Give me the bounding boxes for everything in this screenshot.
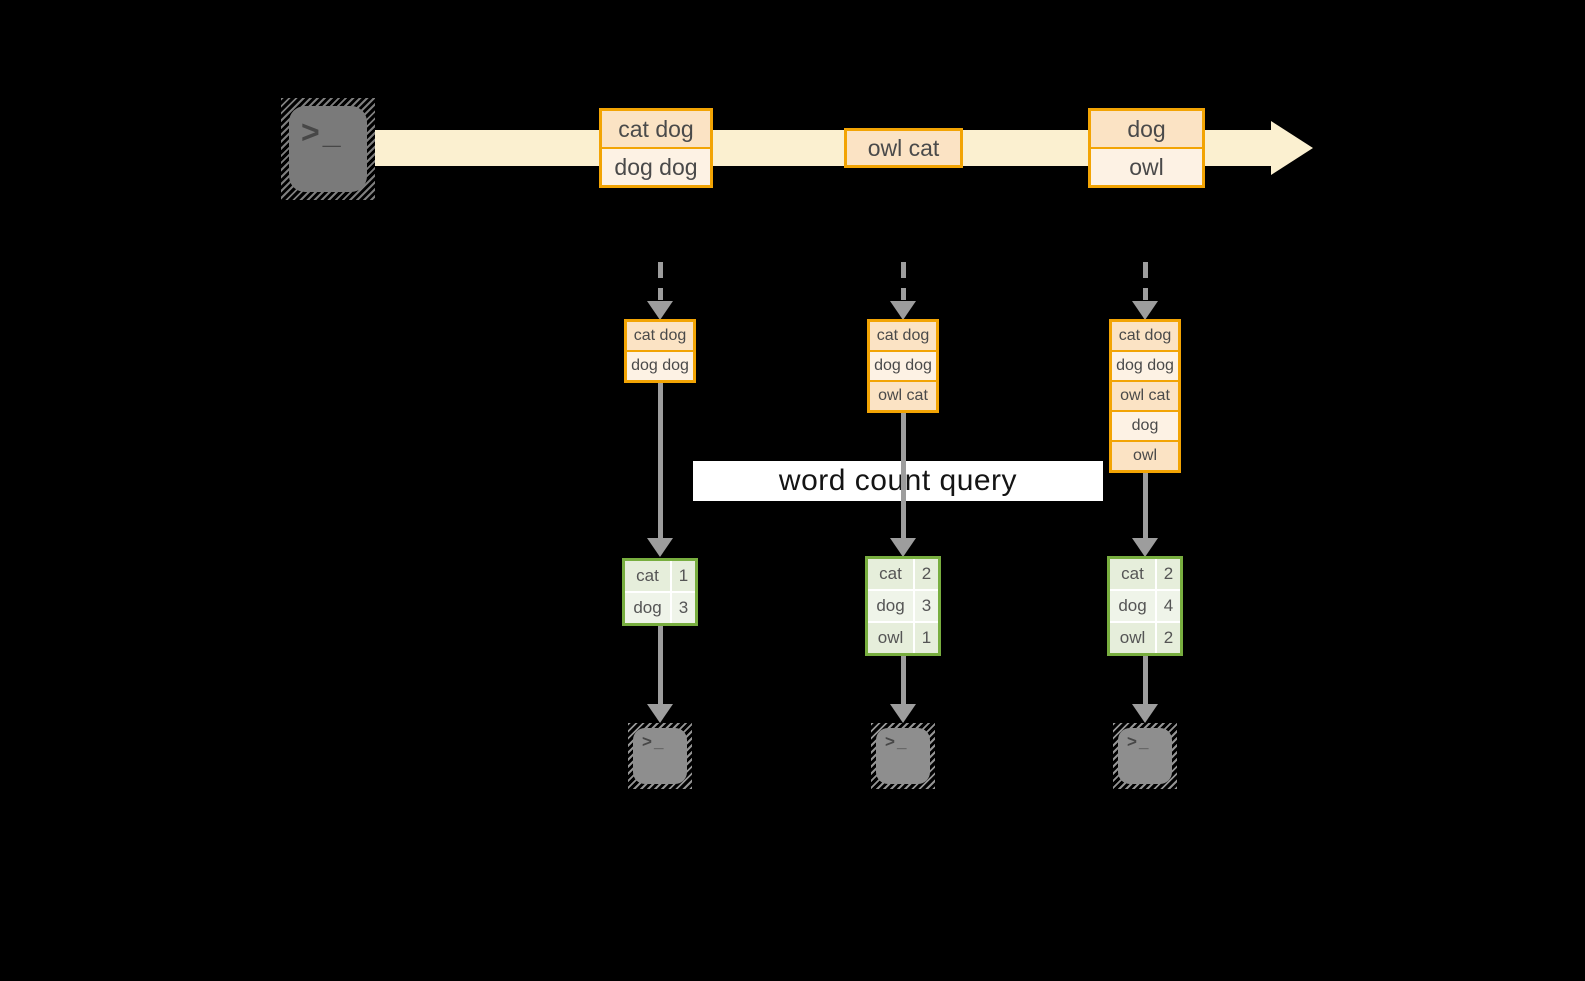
down-arrowhead-icon: [647, 538, 673, 557]
buffered-record: cat dog: [627, 322, 693, 350]
arrow-shaft: [901, 413, 906, 538]
dashed-arrow-segment: [1143, 288, 1148, 300]
dashed-arrow-segment: [658, 288, 663, 300]
word-cell: cat: [625, 561, 670, 591]
stream-record-group-1: cat dog dog dog: [599, 108, 713, 188]
down-arrowhead-icon: [647, 704, 673, 723]
word-cell: dog: [868, 591, 913, 621]
dashed-arrow-segment: [901, 288, 906, 300]
count-cell: 1: [672, 561, 695, 591]
producer-terminal-icon: >_: [281, 98, 375, 200]
stream-record: owl: [1091, 149, 1202, 185]
buffered-record: owl cat: [1112, 382, 1178, 410]
buffered-record: dog dog: [627, 352, 693, 380]
count-cell: 2: [1157, 559, 1180, 589]
down-arrowhead-icon: [1132, 704, 1158, 723]
stream-record: dog dog: [602, 149, 710, 185]
down-arrowhead-icon: [890, 538, 916, 557]
down-arrowhead-icon: [890, 301, 916, 320]
word-cell: dog: [1110, 591, 1155, 621]
terminal-prompt-icon: >_: [301, 114, 344, 150]
down-arrowhead-icon: [890, 704, 916, 723]
word-cell: owl: [868, 623, 913, 653]
consumer-terminal-icon-3: >_: [1113, 723, 1177, 789]
down-arrowhead-icon: [1132, 301, 1158, 320]
count-cell: 1: [915, 623, 938, 653]
buffered-record: cat dog: [870, 322, 936, 350]
dashed-arrow-segment: [901, 262, 906, 278]
buffered-records-1: cat dog dog dog: [624, 319, 696, 383]
consumer-terminal-icon-2: >_: [871, 723, 935, 789]
buffered-records-3: cat dog dog dog owl cat dog owl: [1109, 319, 1181, 473]
count-cell: 3: [672, 593, 695, 623]
terminal-prompt-icon: >_: [885, 732, 909, 751]
word-count-table-1: cat 1 dog 3: [622, 558, 698, 626]
word-count-table-2: cat 2 dog 3 owl 1: [865, 556, 941, 656]
word-cell: owl: [1110, 623, 1155, 653]
word-cell: cat: [1110, 559, 1155, 589]
arrow-shaft: [658, 626, 663, 704]
count-cell: 4: [1157, 591, 1180, 621]
terminal-screen: >_: [876, 728, 930, 784]
word-count-query-banner: word count query: [693, 461, 1103, 501]
buffered-record: cat dog: [1112, 322, 1178, 350]
arrow-shaft: [1143, 473, 1148, 538]
terminal-prompt-icon: >_: [1127, 732, 1151, 751]
stream-record-group-3: dog owl: [1088, 108, 1205, 188]
arrow-shaft: [901, 656, 906, 704]
terminal-screen: >_: [633, 728, 687, 784]
word-count-table-3: cat 2 dog 4 owl 2: [1107, 556, 1183, 656]
arrow-shaft: [1143, 656, 1148, 704]
dashed-arrow-segment: [658, 262, 663, 278]
buffered-record: dog dog: [1112, 352, 1178, 380]
count-cell: 2: [1157, 623, 1180, 653]
terminal-screen: >_: [1118, 728, 1172, 784]
stream-record: dog: [1091, 111, 1202, 147]
stream-record: owl cat: [847, 131, 960, 165]
buffered-records-2: cat dog dog dog owl cat: [867, 319, 939, 413]
stream-record: cat dog: [602, 111, 710, 147]
buffered-record: dog dog: [870, 352, 936, 380]
terminal-screen: >_: [289, 106, 367, 192]
buffered-record: owl cat: [870, 382, 936, 410]
consumer-terminal-icon-1: >_: [628, 723, 692, 789]
stream-record-group-2: owl cat: [844, 128, 963, 168]
banner-label: word count query: [778, 464, 1018, 497]
dashed-arrow-segment: [1143, 262, 1148, 278]
down-arrowhead-icon: [647, 301, 673, 320]
count-cell: 3: [915, 591, 938, 621]
event-stream-arrowhead-icon: [1271, 121, 1313, 175]
count-cell: 2: [915, 559, 938, 589]
terminal-prompt-icon: >_: [642, 732, 666, 751]
arrow-shaft: [658, 383, 663, 538]
buffered-record: dog: [1112, 412, 1178, 440]
down-arrowhead-icon: [1132, 538, 1158, 557]
word-cell: cat: [868, 559, 913, 589]
word-cell: dog: [625, 593, 670, 623]
buffered-record: owl: [1112, 442, 1178, 470]
